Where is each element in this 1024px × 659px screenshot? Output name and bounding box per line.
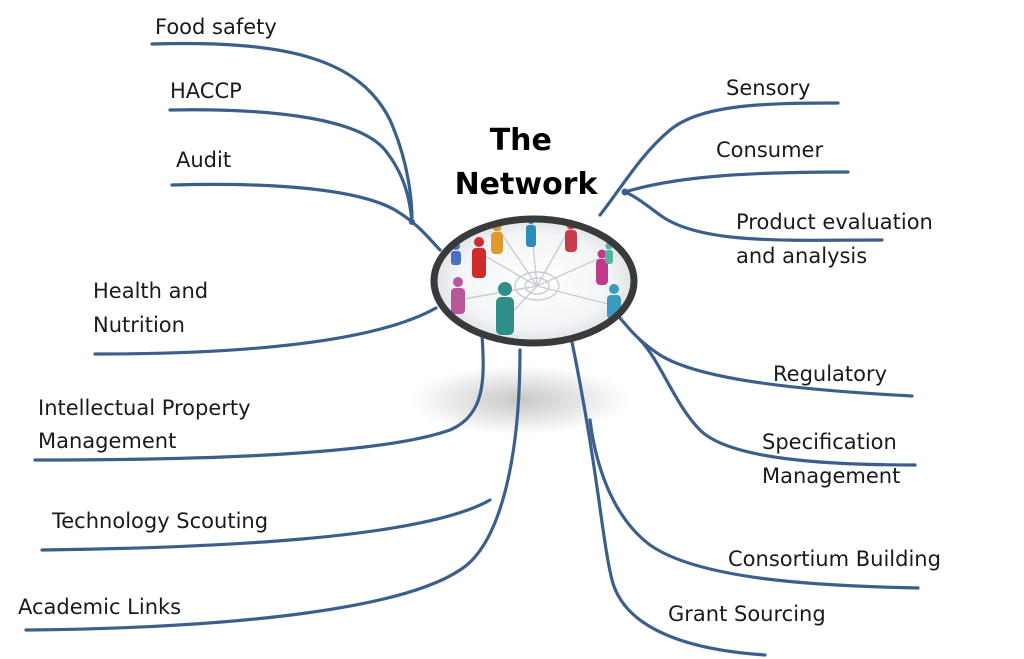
junction-dot-top-right [621,188,629,196]
hub-ring [430,215,638,347]
branch-line-grant [570,340,767,657]
label-spec-management: Specification Management [762,430,904,488]
branch-line-ip [33,333,485,462]
label-product-eval: Product evaluation and analysis [736,210,940,268]
label-consumer: Consumer [716,138,823,162]
junction-dot-top-left [409,219,415,225]
label-academic-links: Academic Links [18,595,181,619]
person-icon [596,249,608,285]
person-icon [472,237,486,278]
label-consortium: Consortium Building [728,547,941,571]
label-regulatory: Regulatory [773,362,887,386]
branch-line-spec [638,338,917,467]
branch-line-consortium [588,418,920,590]
branch-line-academic [24,348,522,632]
branch-line-health [93,306,438,356]
hub-title-line1: The [490,123,552,158]
person-icon [496,282,514,335]
label-audit: Audit [176,148,231,172]
label-tech-scouting: Technology Scouting [51,509,268,533]
label-haccp: HACCP [170,79,242,103]
branch-line-consumer [623,170,850,194]
branch-line-product [623,190,884,242]
branch-line-regulatory [618,316,914,398]
hub-title-line2: Network [455,167,599,202]
person-icon [451,277,465,314]
branch-line-audit [170,182,442,252]
hub-spiral [457,223,613,321]
label-health-nutrition: Health and Nutrition [93,279,215,337]
branch-line-sensory [598,101,840,217]
label-sensory: Sensory [726,76,810,100]
branch-line-tech [40,498,492,552]
hub-title: The Network [455,123,599,202]
label-grant-sourcing: Grant Sourcing [668,602,826,626]
branch-line-haccp [168,108,414,224]
label-ip-management: Intellectual Property Management [38,396,257,453]
label-food-safety: Food safety [155,15,277,39]
branch-line-food-safety [150,41,414,222]
network-hub [430,215,638,347]
